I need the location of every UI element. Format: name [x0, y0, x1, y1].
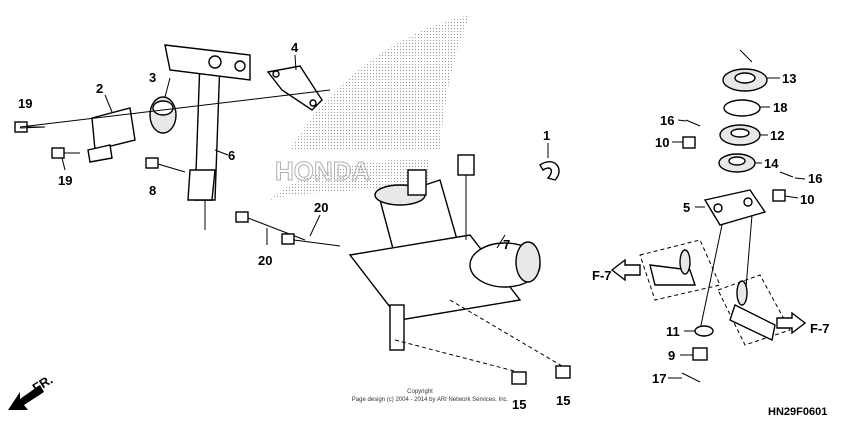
callout-16-left: 16 — [660, 113, 674, 128]
callout-2: 2 — [96, 81, 103, 96]
nut-9 — [680, 347, 708, 361]
callout-5: 5 — [683, 200, 690, 215]
plate — [266, 65, 323, 111]
ref-f7-left: F-7 — [592, 268, 612, 283]
callout-9: 9 — [668, 348, 675, 363]
long-bolts-20 — [235, 211, 341, 247]
ref-arrow-left — [610, 258, 641, 282]
tie-rod-end-left — [639, 239, 721, 301]
copyright-line-2: Page design (c) 2004 - 2014 by ARI Netwo… — [352, 397, 509, 403]
callout-7: 7 — [503, 237, 510, 252]
nuts-10 — [672, 136, 799, 202]
callout-3: 3 — [149, 70, 156, 85]
clip — [539, 143, 560, 181]
callout-17: 17 — [652, 371, 666, 386]
callout-13: 13 — [782, 71, 796, 86]
holder — [87, 107, 136, 163]
steering-shaft — [164, 44, 251, 230]
callout-19-right: 19 — [58, 173, 72, 188]
front-arrow-icon — [8, 385, 44, 410]
eps-unit — [348, 154, 541, 351]
callout-15-right: 15 — [556, 393, 570, 408]
callout-18: 18 — [773, 100, 787, 115]
ref-arrow-right — [776, 311, 807, 335]
bearing-stack — [718, 49, 780, 173]
callout-1: 1 — [543, 128, 550, 143]
callout-10-right: 10 — [800, 192, 814, 207]
callout-16-right: 16 — [808, 171, 822, 186]
callout-14: 14 — [764, 156, 779, 171]
callout-20-left: 20 — [258, 253, 272, 268]
ref-f7-right: F-7 — [810, 321, 830, 336]
callout-8: 8 — [149, 183, 156, 198]
callout-12: 12 — [770, 128, 784, 143]
callout-4: 4 — [291, 40, 299, 55]
tie-rod-end-right — [717, 274, 791, 346]
copyright-line-1: Copyright — [407, 389, 433, 395]
leader-lines-left — [19, 54, 331, 171]
diagram-code: HN29F0601 — [768, 406, 827, 418]
washer-11 — [684, 325, 714, 337]
bolt-8 — [145, 157, 186, 173]
watermark-text: HONDA — [275, 156, 371, 186]
cotter-pin-17 — [668, 372, 701, 383]
bracket — [695, 189, 767, 331]
callout-15-left: 15 — [512, 397, 526, 412]
honda-wing-watermark: HONDA — [270, 15, 470, 200]
callout-6: 6 — [228, 148, 235, 163]
bolts-16 — [677, 119, 806, 180]
callout-19-left: 19 — [18, 96, 32, 111]
callout-11: 11 — [666, 324, 680, 339]
bushing — [149, 96, 177, 134]
callout-10-left: 10 — [655, 135, 669, 150]
nuts-15 — [394, 299, 571, 385]
callout-20-right: 20 — [314, 200, 328, 215]
